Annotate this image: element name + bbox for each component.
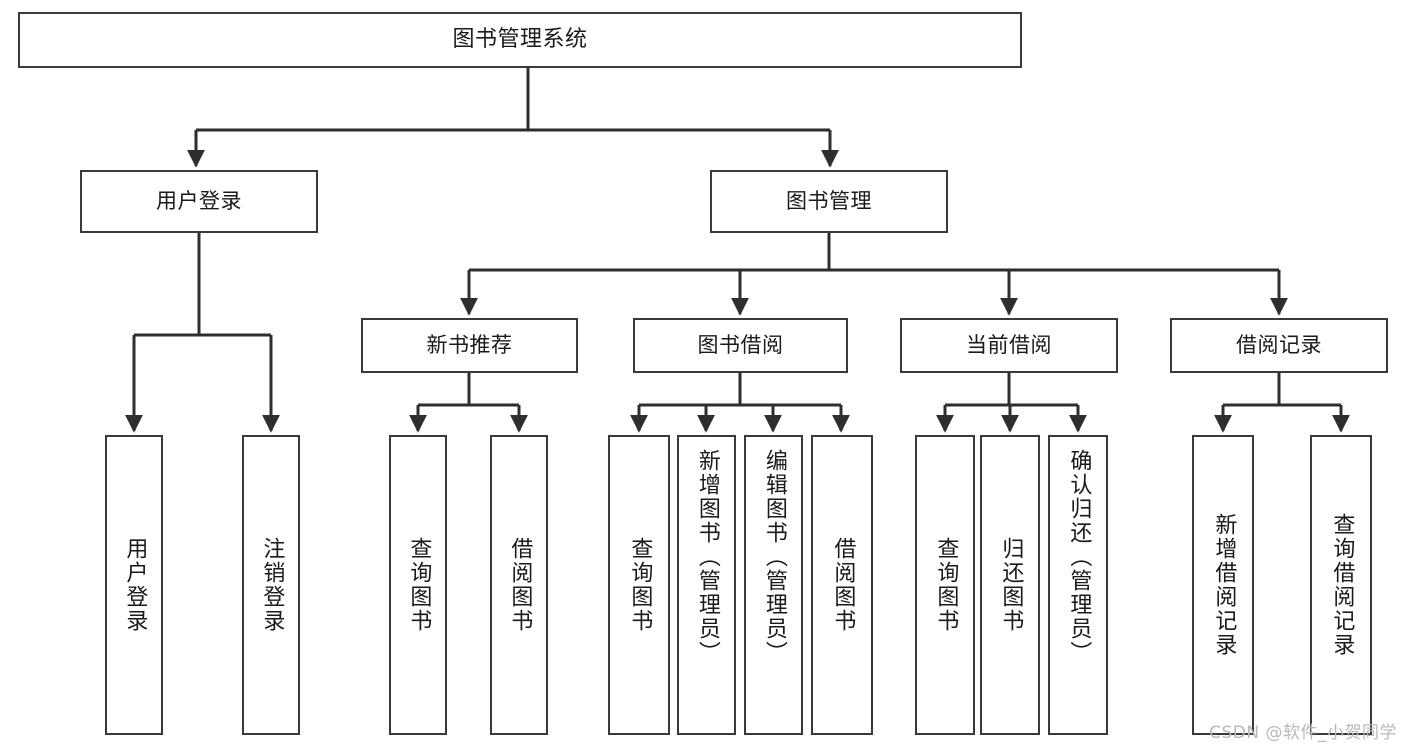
leaf-query-record[interactable]: 查询借阅记录: [1310, 435, 1372, 735]
leaf-return-book[interactable]: 归还图书: [980, 435, 1040, 735]
leaf-query-book-2-label: 查询图书: [627, 537, 653, 633]
node-user-login[interactable]: 用户登录: [80, 170, 318, 233]
node-book-borrow[interactable]: 图书借阅: [633, 318, 848, 373]
node-book-manage-label: 图书管理: [786, 188, 872, 213]
leaf-borrow-book-1-label: 借阅图书: [507, 537, 533, 633]
node-root-label: 图书管理系统: [452, 26, 588, 52]
node-user-login-label: 用户登录: [156, 188, 242, 213]
leaf-query-book-3-label: 查询图书: [933, 537, 959, 633]
leaf-add-record[interactable]: 新增借阅记录: [1192, 435, 1254, 735]
leaf-user-logout-label: 注销登录: [259, 537, 285, 633]
leaf-add-book-label: 新增图书（管理员）: [694, 449, 720, 665]
leaf-add-record-label: 新增借阅记录: [1211, 513, 1237, 657]
csdn-watermark: CSDN @软件_小贺同学: [1209, 723, 1397, 743]
leaf-borrow-book-1[interactable]: 借阅图书: [490, 435, 548, 735]
leaf-user-login-label: 用户登录: [122, 537, 148, 633]
leaf-return-book-label: 归还图书: [998, 537, 1024, 633]
leaf-query-book-3[interactable]: 查询图书: [915, 435, 975, 735]
leaf-confirm-return-label: 确认归还（管理员）: [1066, 449, 1092, 665]
node-borrow-record-label: 借阅记录: [1236, 332, 1322, 357]
node-new-book-recommend-label: 新书推荐: [426, 332, 513, 357]
node-root[interactable]: 图书管理系统: [18, 12, 1022, 68]
leaf-edit-book[interactable]: 编辑图书（管理员）: [744, 435, 803, 735]
node-current-borrow-label: 当前借阅: [966, 332, 1052, 357]
node-book-manage[interactable]: 图书管理: [710, 170, 948, 233]
leaf-borrow-book-2[interactable]: 借阅图书: [811, 435, 873, 735]
node-book-borrow-label: 图书借阅: [697, 332, 784, 357]
leaf-add-book[interactable]: 新增图书（管理员）: [677, 435, 736, 735]
leaf-query-record-label: 查询借阅记录: [1329, 513, 1355, 657]
leaf-query-book-2[interactable]: 查询图书: [608, 435, 670, 735]
leaf-user-login[interactable]: 用户登录: [105, 435, 163, 735]
leaf-borrow-book-2-label: 借阅图书: [830, 537, 856, 633]
leaf-query-book-1[interactable]: 查询图书: [389, 435, 447, 735]
leaf-confirm-return[interactable]: 确认归还（管理员）: [1048, 435, 1108, 735]
node-new-book-recommend[interactable]: 新书推荐: [361, 318, 578, 373]
leaf-query-book-1-label: 查询图书: [406, 537, 432, 633]
node-current-borrow[interactable]: 当前借阅: [900, 318, 1118, 373]
leaf-edit-book-label: 编辑图书（管理员）: [761, 449, 787, 665]
node-borrow-record[interactable]: 借阅记录: [1170, 318, 1388, 373]
leaf-user-logout[interactable]: 注销登录: [242, 435, 300, 735]
